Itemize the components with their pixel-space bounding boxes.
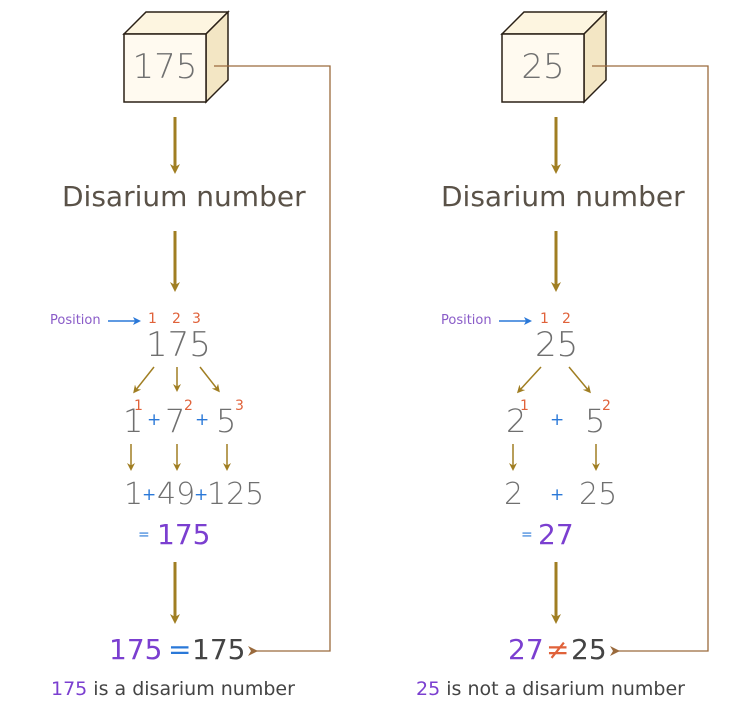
right-conclusion: 25 is not a disarium number	[416, 680, 685, 699]
left-connector	[214, 65, 331, 656]
left-value-plus-2: +	[194, 485, 209, 505]
right-position-label: Position	[441, 313, 492, 328]
left-conclusion-number: 175	[51, 678, 88, 700]
left-index-3: 3	[192, 311, 201, 327]
left-plus-1: +	[147, 410, 162, 430]
right-power-base-2: 5	[585, 402, 606, 440]
right-branch-arrow-1	[516, 366, 542, 394]
left-sum-equals: =	[138, 527, 150, 543]
right-value-1: 2	[504, 477, 524, 512]
left-power-base-3: 5	[216, 402, 237, 440]
right-plus: +	[550, 410, 565, 430]
right-compare-right: 25	[571, 633, 607, 666]
left-compare-left: 175	[109, 633, 163, 666]
right-title: Disarium number	[441, 180, 685, 213]
right-compare-left: 27	[508, 633, 544, 666]
left-compare-op: =	[168, 633, 192, 666]
right-connector	[592, 65, 709, 656]
left-value-3: 125	[207, 477, 265, 512]
right-compare-op: ≠	[546, 633, 570, 666]
right-conclusion-number: 25	[416, 678, 441, 700]
left-plus-2: +	[195, 410, 210, 430]
left-value-1: 1	[124, 477, 144, 512]
right-branch-arrow-2	[568, 366, 591, 394]
right-conclusion-text: is not a disarium number	[440, 678, 685, 700]
left-value-plus-1: +	[142, 485, 157, 505]
right-index-2: 2	[562, 311, 571, 327]
right-number: 25	[535, 325, 579, 365]
right-sum-equals: =	[521, 527, 533, 543]
left-conclusion-text: is a disarium number	[87, 678, 295, 700]
left-compare-right: 175	[192, 633, 246, 666]
right-value-plus: +	[550, 485, 565, 505]
left-branch-arrow-3	[199, 366, 220, 393]
left-index-2: 2	[172, 311, 181, 327]
left-value-2: 49	[157, 477, 196, 512]
right-value-2: 25	[579, 477, 618, 512]
left-branch-arrow-1	[133, 366, 155, 394]
right-power-exp-2: 2	[602, 398, 611, 414]
left-index-1: 1	[148, 311, 157, 327]
right-box-number: 25	[521, 47, 565, 87]
right-cube	[500, 10, 608, 104]
right-sum: 27	[538, 518, 574, 551]
left-title: Disarium number	[62, 180, 306, 213]
left-sum: 175	[157, 518, 211, 551]
left-power-exp-1: 1	[134, 398, 143, 414]
right-index-1: 1	[540, 311, 549, 327]
left-power-base-1: 1	[123, 402, 144, 440]
right-power-base-1: 2	[506, 402, 527, 440]
left-position-label: Position	[50, 313, 101, 328]
left-cube	[122, 10, 230, 104]
left-power-exp-2: 2	[184, 398, 193, 414]
left-number: 175	[146, 325, 211, 365]
left-conclusion: 175 is a disarium number	[51, 680, 295, 699]
left-power-exp-3: 3	[235, 398, 244, 414]
right-power-exp-1: 1	[520, 398, 529, 414]
left-power-base-2: 7	[165, 402, 186, 440]
left-box-number: 175	[132, 47, 198, 87]
